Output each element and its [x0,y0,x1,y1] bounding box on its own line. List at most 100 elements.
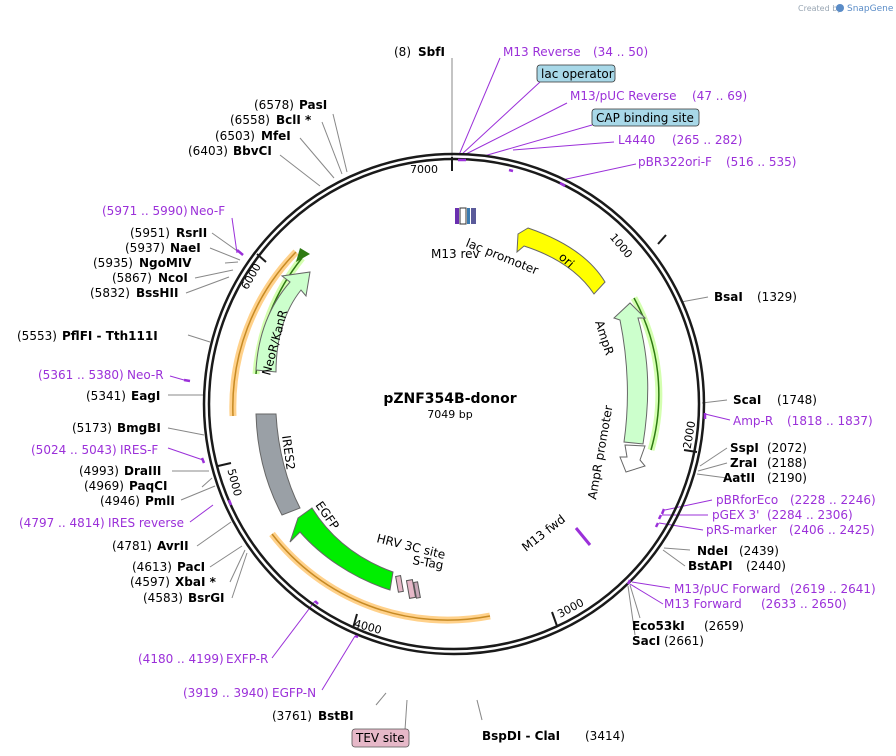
site-pos-rsrii: (5951) [130,226,170,240]
m13-rev-mark [455,208,459,224]
primer-range-ires-f: (5024 .. 5043) [31,443,117,457]
site-name-bstbi: BstBI [318,709,354,723]
brand-name: SnapGene [847,4,894,14]
primer-range-pgex-3: (2284 .. 2306) [767,508,853,522]
site-pos-eco53ki: (2659) [704,619,744,633]
feature-m13-rev: M13 rev [431,247,480,261]
site-pos-bstbi: (3761) [272,709,312,723]
primer-name-m13-forward: M13 Forward [664,597,742,611]
tick-label-7000: 7000 [410,163,438,176]
site-name-bsshii: BssHII [136,286,178,300]
site-pos-pasi: (6578) [254,98,294,112]
cap-site-mark [471,208,476,224]
primer-name-m13-puc-forward: M13/pUC Forward [674,582,781,596]
tick-label-2000: 2000 [681,420,699,450]
ires2-block [255,413,301,516]
primer-name-pbr322ori-f: pBR322ori-F [638,155,712,169]
site-name-paqci: PaqCI [129,479,167,493]
primer-range-neo-r: (5361 .. 5380) [38,368,124,382]
site-name-naei: NaeI [170,241,201,255]
site-name-bsai: BsaI [714,290,743,304]
feature-s-tag: S-Tag [411,553,444,572]
plasmid-name: pZNF354B-donor [383,391,516,407]
orange-arc-egfp-line [271,533,491,621]
site-pos-paqci: (4969) [84,479,124,493]
site-name-paci: PacI [177,560,205,574]
site-pos-naei: (5937) [125,241,165,255]
site-pos-ndei: (2439) [739,544,779,558]
m13-fwd-mark [574,527,592,546]
primer-name-l4440: L4440 [618,133,655,147]
site-name-pflfi: PflFI - Tth111I [62,329,158,343]
site-pos-bbvci: (6403) [188,144,228,158]
plasmid-length: 7049 bp [427,408,472,421]
site-name-pasi: PasI [299,98,327,112]
site-name-zrai: ZraI [730,456,757,470]
primer-name-m13-puc-reverse: M13/pUC Reverse [570,89,677,103]
site-name-draiii: DraIII [124,464,161,478]
primer-leader-lines [167,57,731,691]
site-pos-eagi: (5341) [86,389,126,403]
site-name-bcli: BclI * [276,113,312,127]
primer-range-egfp-n: (3919 .. 3940) [183,686,269,700]
boxed-features: lac operator CAP binding site TEV site [351,64,700,748]
site-name-bsrgi: BsrGI [188,591,225,605]
primer-range-ires-reverse: (4797 .. 4814) [19,516,105,530]
primer-range-pbr322ori-f: (516 .. 535) [726,155,796,169]
site-name-scai: ScaI [733,393,761,407]
orange-arc-neor-line [232,251,297,417]
primer-range-m13-reverse: (34 .. 50) [593,45,648,59]
tag-marks [395,575,421,599]
primer-name-egfp-n: EGFP-N [272,686,316,700]
primer-name-exfp-r: EXFP-R [226,652,268,666]
lac-region [455,207,476,225]
site-name-ndei: NdeI [697,544,728,558]
site-pos-ncoi: (5867) [112,271,152,285]
site-name-rsrii: RsrII [176,226,207,240]
feature-tev-site: TEV site [355,731,405,745]
site-name-eco53ki: Eco53kI [632,619,685,633]
site-name-pmli: PmlI [145,494,175,508]
ori-arrow [516,227,606,295]
snapgene-brand: Created by SnapGene [798,4,894,14]
feature-ires2: IRES2 [279,434,298,470]
primer-name-m13-reverse: M13 Reverse [503,45,581,59]
primer-name-amp-r: Amp-R [733,414,773,428]
orange-arcs [229,249,491,624]
primer-range-l4440: (265 .. 282) [672,133,742,147]
primer-labels: M13 Reverse (34 .. 50) M13/pUC Reverse (… [19,45,876,700]
primer-name-pbrforeco: pBRforEco [716,493,778,507]
site-pos-zrai: (2188) [767,456,807,470]
site-name-bbvci: BbvCI [233,144,272,158]
site-pos-sspi: (2072) [767,441,807,455]
brand-prefix: Created by [798,4,842,13]
site-name-avrii: AvrII [157,539,189,553]
tick-label-5000: 5000 [224,467,244,497]
restriction-sites: (8) SbfI (6578) PasI (6558) BclI * (6503… [17,45,817,743]
snapgene-logo-icon [836,4,844,12]
site-name-aatii: AatII [723,471,755,485]
site-name-sbfi: SbfI [418,45,445,59]
feature-cap-binding-site: CAP binding site [596,111,694,125]
primer-range-m13-forward: (2633 .. 2650) [761,597,847,611]
tick-label-3000: 3000 [555,596,586,621]
primer-range-prs-marker: (2406 .. 2425) [789,523,875,537]
ampr-arrow [613,302,649,445]
site-name-clai: BspDI - ClaI [482,729,560,743]
site-pos-draiii: (4993) [79,464,119,478]
site-pos-bstapi: (2440) [746,559,786,573]
tick-label-6000: 6000 [239,261,264,292]
site-name-sspi: SspI [730,441,759,455]
feature-ampr: AmpR [592,319,616,357]
site-pos-bcli: (6558) [230,113,270,127]
site-name-saci: SacI [632,634,660,648]
site-pos-bsshii: (5832) [90,286,130,300]
lac-promoter-mark [459,207,467,225]
site-name-bstapi: BstAPI [688,559,733,573]
primer-name-neo-f: Neo-F [190,204,225,218]
site-pos-bsrgi: (4583) [143,591,183,605]
feature-ampr-promoter: AmpR promoter [585,404,615,500]
site-name-ngomiv: NgoMIV [139,256,192,270]
feature-m13-fwd: M13 fwd [519,512,568,554]
